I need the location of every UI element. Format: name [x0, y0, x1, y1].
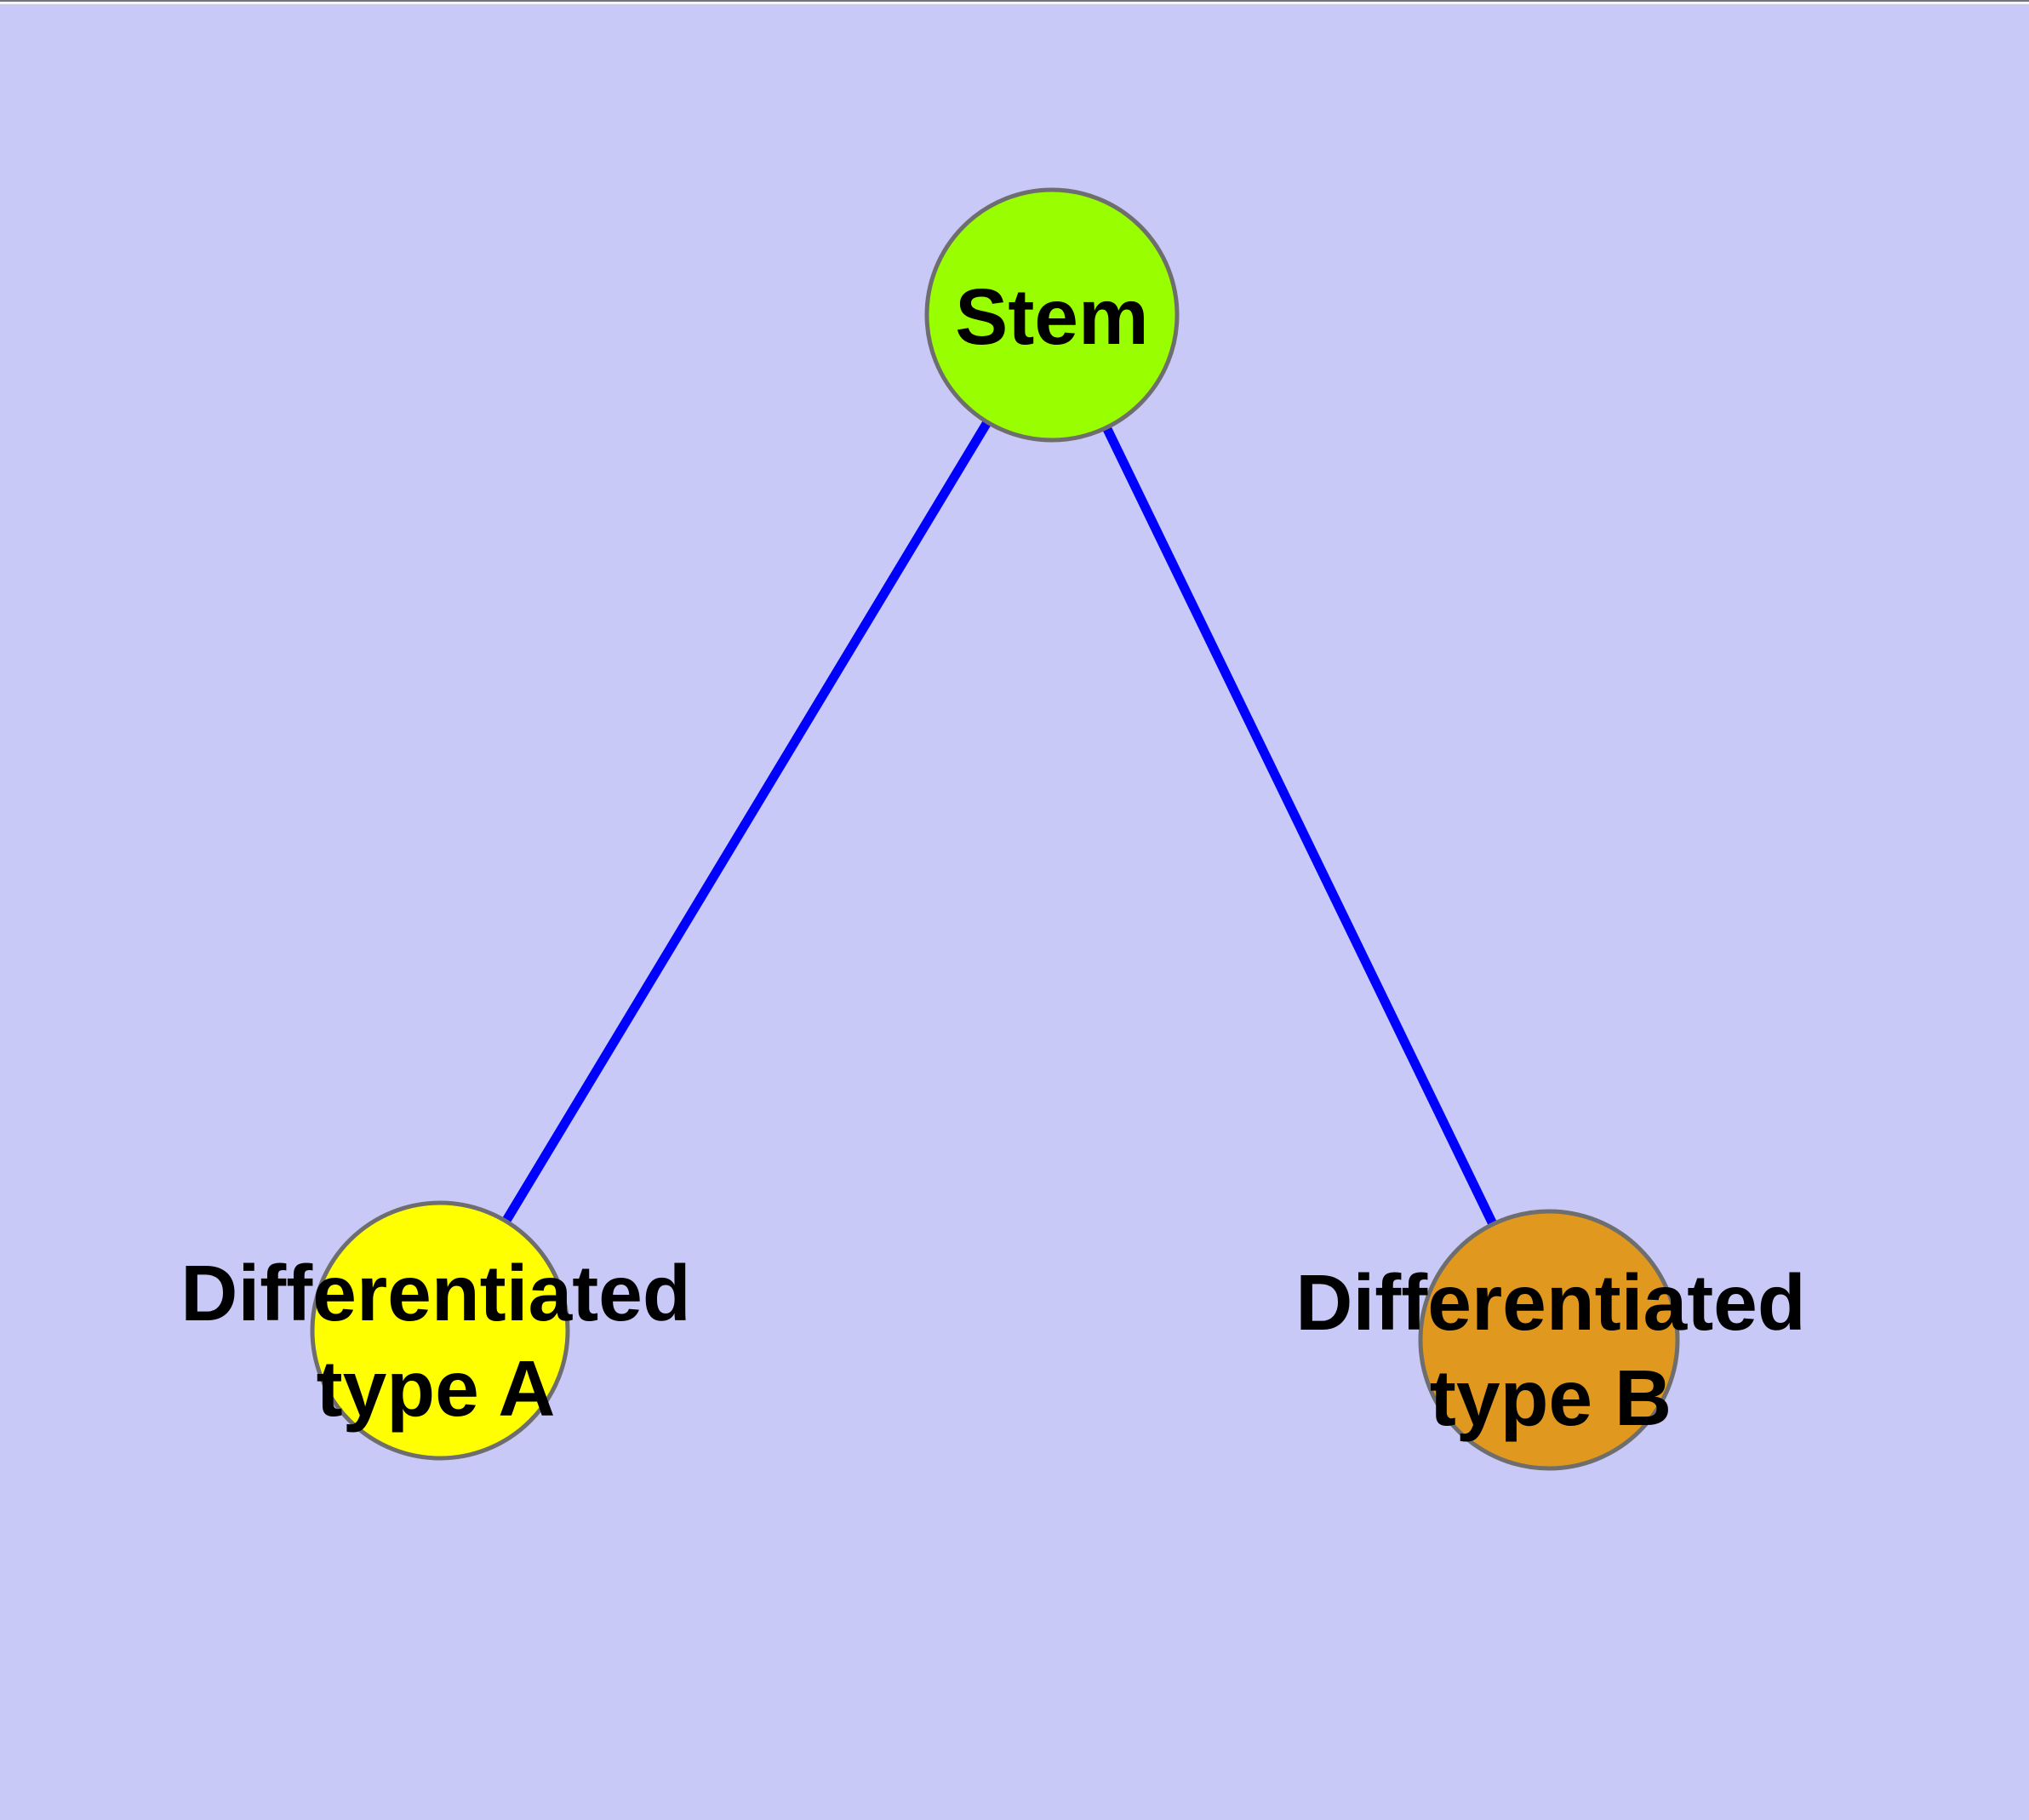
- node-type-a-circle: [310, 1200, 570, 1461]
- edge-stem-to-type-b: [1048, 312, 1553, 1342]
- edge-stem-to-type-a: [436, 312, 1056, 1333]
- node-stem-circle: [924, 187, 1180, 443]
- window-top-edge: [0, 0, 2029, 4]
- node-type-b-circle: [1418, 1209, 1680, 1471]
